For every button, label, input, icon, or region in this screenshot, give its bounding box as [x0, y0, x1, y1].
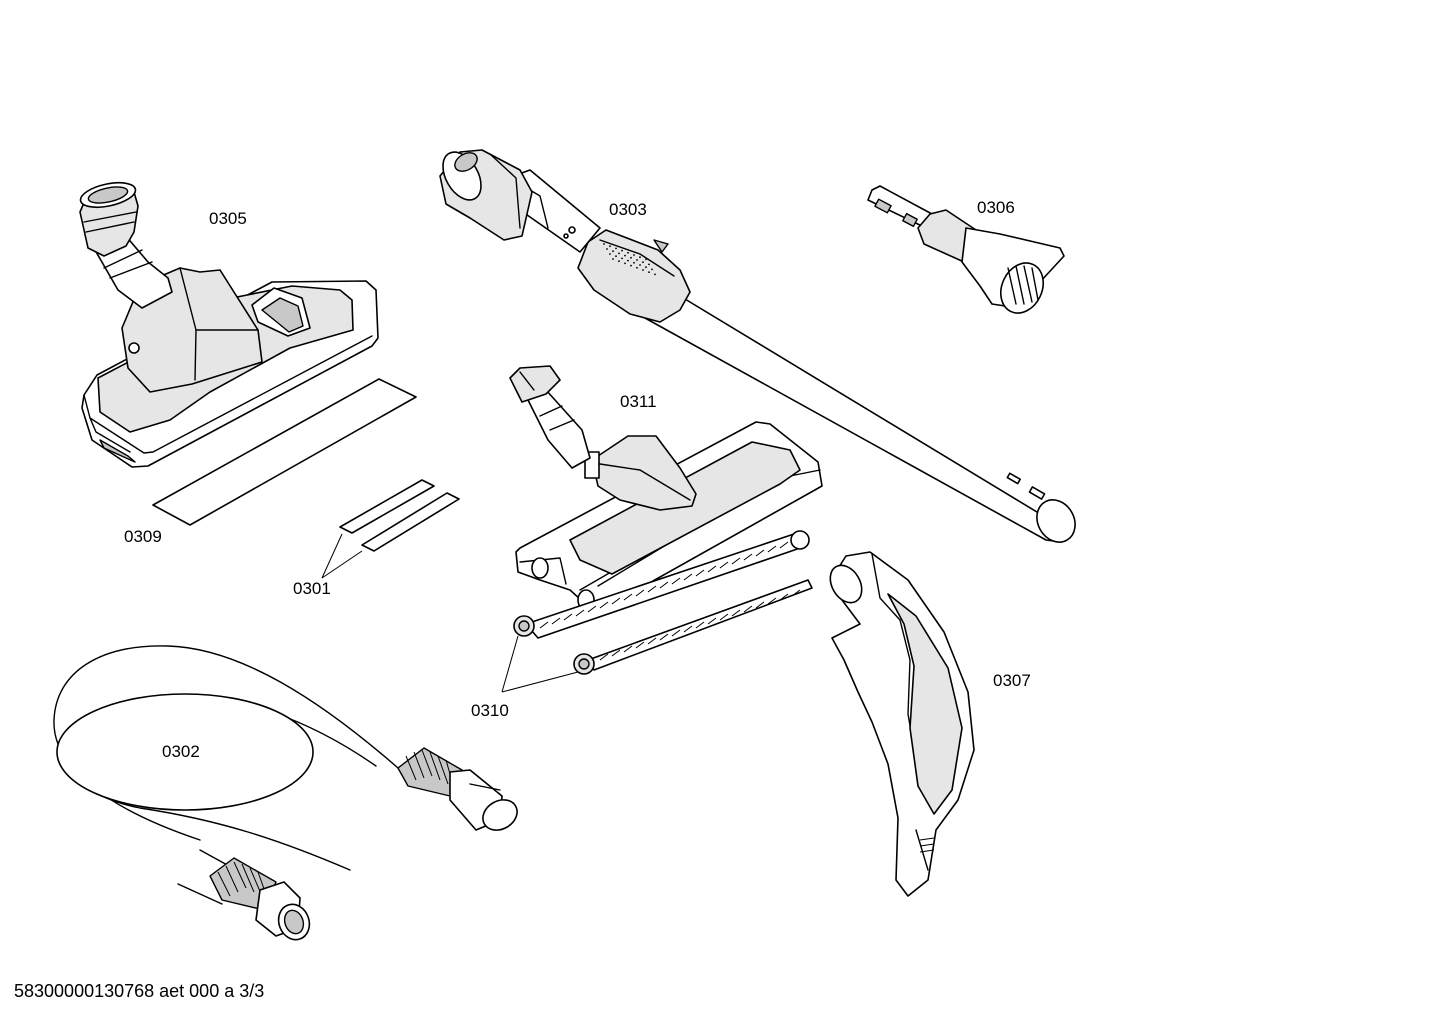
part-label-0311: 0311: [620, 392, 657, 411]
upper-brush-coil: [539, 541, 789, 629]
part-label-0310: 0310: [471, 701, 509, 720]
document-footer: 58300000130768 aet 000 a 3/3: [14, 981, 265, 1001]
part-label-0307: 0307: [993, 671, 1031, 690]
lower-brush-coil: [599, 589, 801, 661]
strip-0309[interactable]: [152, 378, 417, 526]
part-label-0303: 0303: [609, 200, 647, 219]
part-label-0301: 0301: [293, 579, 331, 598]
telescopic-tube-0303[interactable]: [435, 145, 1082, 549]
part-label-0309: 0309: [124, 527, 162, 546]
part-label-0306: 0306: [977, 198, 1015, 217]
part-label-0302: 0302: [162, 742, 200, 761]
floor-nozzle-0305[interactable]: [78, 178, 379, 468]
brush-strips-0310[interactable]: [501, 530, 813, 693]
hard-floor-nozzle-0311[interactable]: [509, 365, 823, 611]
handle-0307[interactable]: [824, 551, 975, 897]
strips-0301[interactable]: [321, 479, 460, 579]
suction-hose-0302[interactable]: [53, 645, 523, 944]
part-label-0305: 0305: [209, 209, 247, 228]
upholstery-tool-0306[interactable]: [867, 185, 1065, 320]
